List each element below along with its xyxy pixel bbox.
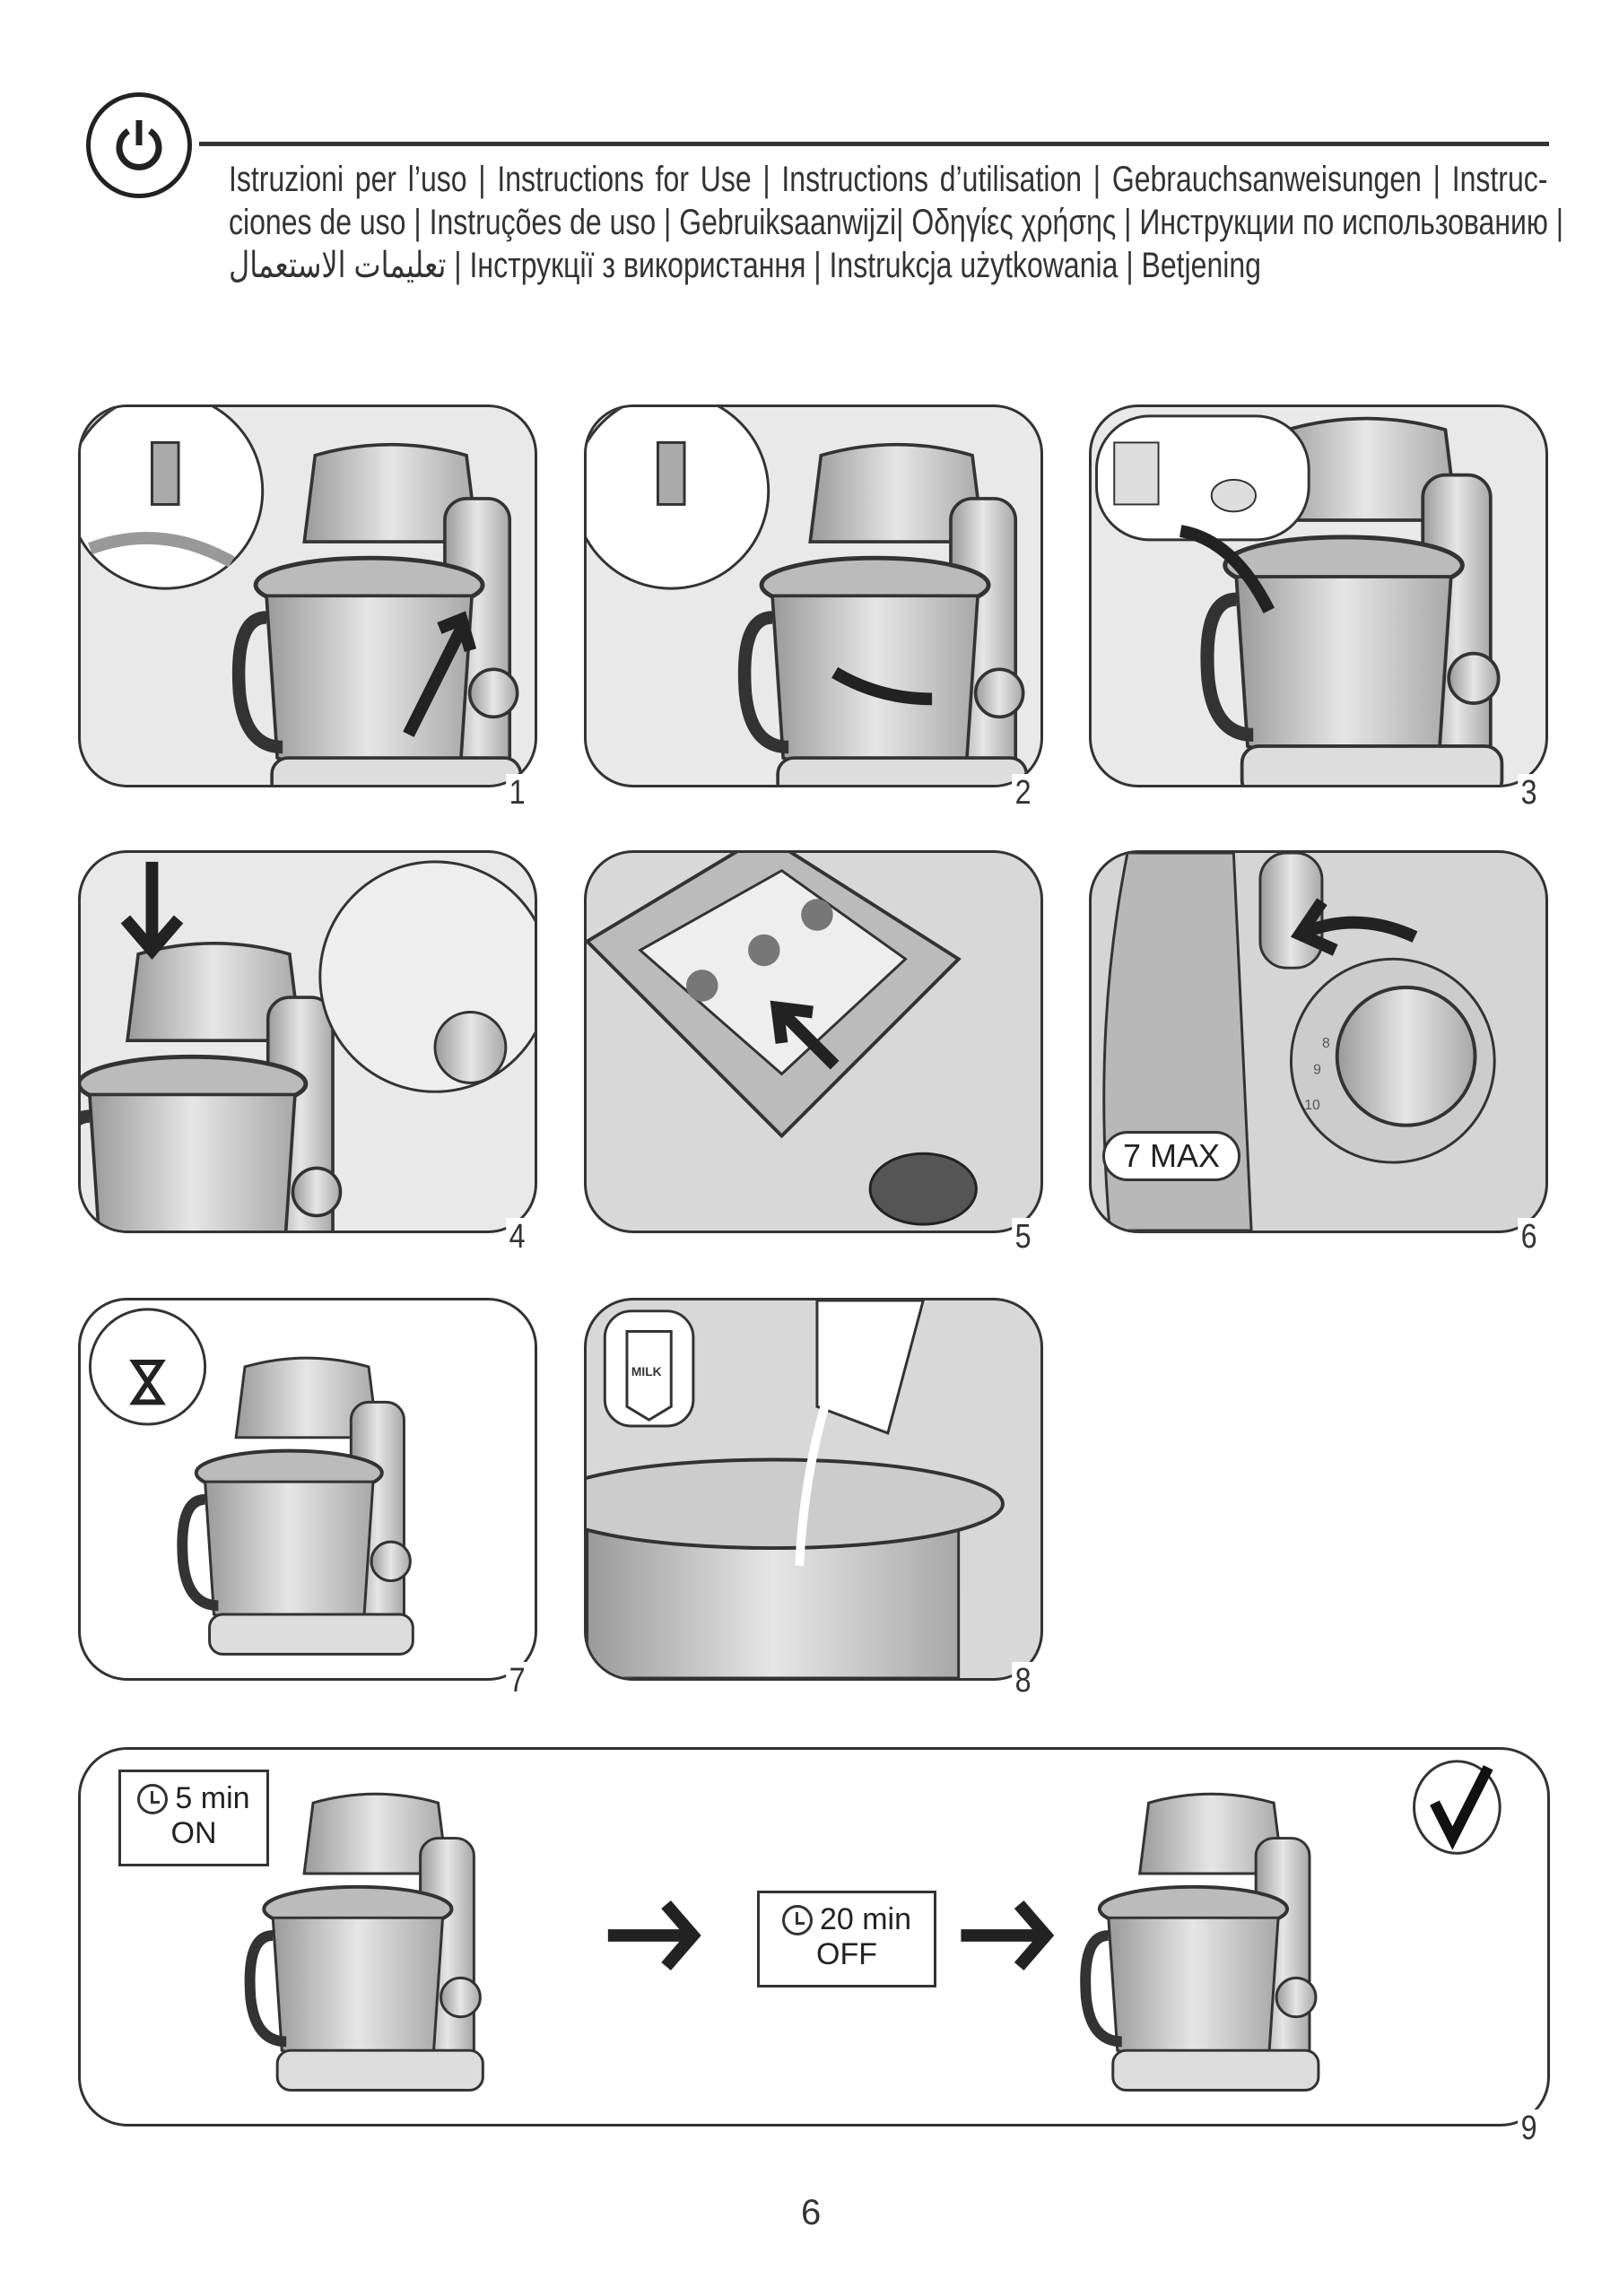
step-number-8: 8 [1012,1662,1034,1700]
timer-on-box: 5 min ON [118,1770,269,1866]
dial-mark-9: 9 [1313,1062,1321,1077]
page-number: 6 [801,2193,822,2232]
step-number-1: 1 [506,774,528,813]
step-8-panel: MILK [584,1298,1043,1681]
step-number-6: 6 [1518,1218,1540,1257]
step-1-panel [78,404,537,787]
step-number-9: 9 [1518,2109,1540,2148]
power-icon [86,92,192,198]
timer-on-state: ON [170,1816,217,1850]
speed-label: 7 MAX [1102,1131,1241,1181]
step-9-panel: 5 min ON 20 min OFF [78,1747,1550,2126]
dial-mark-8: 8 [1322,1036,1330,1051]
title-line-3: تعليمات الاستعمال | Інструкції з викорис… [229,246,1261,285]
timer-off-state: OFF [816,1937,877,1971]
milk-carton-label: MILK [631,1365,662,1378]
step-5-panel [584,850,1043,1233]
timer-on-time: 5 min [175,1781,250,1815]
step-number-7: 7 [506,1662,528,1700]
step-3-panel [1089,404,1548,787]
step-7-panel [78,1298,537,1681]
step-number-3: 3 [1518,774,1540,813]
hourglass-icon [129,1360,166,1405]
step-4-panel [78,850,537,1233]
arrow-right-icon [961,1900,1055,1971]
timer-off-time: 20 min [819,1902,912,1936]
clock-icon [781,1904,813,1935]
step-number-5: 5 [1012,1218,1034,1257]
arrow-right-icon [607,1900,701,1971]
title-line-2: ciones de uso | Instruções de uso | Gebr… [229,203,1564,242]
step-number-4: 4 [506,1218,528,1257]
step-2-panel [584,404,1043,787]
header-rule [199,142,1549,146]
step-number-2: 2 [1012,774,1034,813]
title-line-1: Istruzioni per l’uso | Instructions for … [229,160,1548,199]
dial-mark-10: 10 [1304,1098,1320,1113]
checkmark-icon [1430,1765,1493,1850]
timer-off-box: 20 min OFF [757,1891,936,1987]
clock-icon [137,1783,169,1814]
